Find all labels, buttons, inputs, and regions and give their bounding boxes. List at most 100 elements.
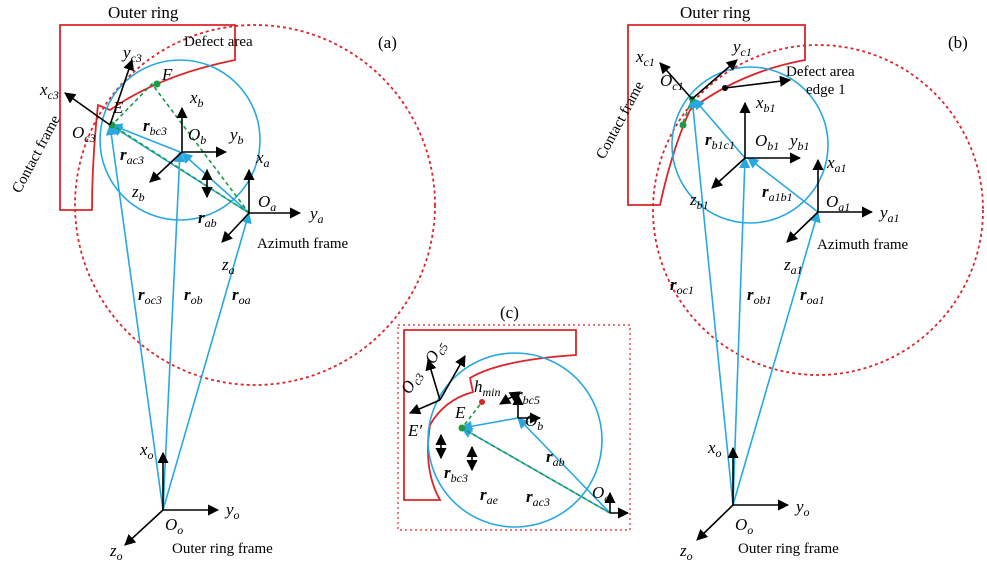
label-x-b1: xb1 — [755, 93, 776, 115]
label-o-o-b: Oo — [735, 515, 753, 537]
label-o-b: Ob — [188, 125, 206, 147]
label-o-c5-c: Oc5 — [421, 337, 452, 368]
axis-z-a1 — [786, 211, 819, 243]
point-green-b — [679, 121, 687, 129]
label-z-o-b: zo — [679, 541, 693, 563]
label-o-c3: Oc3 — [72, 123, 96, 145]
panel-tag-a: (a) — [378, 33, 397, 52]
label-y-b1: yb1 — [788, 131, 810, 153]
vector-r-bc3 — [110, 123, 181, 153]
panel-c: (c) E E′ hmin Oc3 Oc5 rbc5 Ob rab rbc3 r… — [397, 303, 631, 531]
label-x-o-b: xo — [707, 438, 722, 460]
label-r-ob: rob — [184, 285, 203, 307]
label-h-min: hmin — [474, 377, 501, 399]
vector-r-ab — [181, 152, 250, 214]
ball-circle-c — [427, 352, 603, 528]
label-x-c3: xc3 — [39, 80, 59, 102]
label-y-a: ya — [308, 204, 324, 226]
point-e-c — [458, 424, 466, 432]
vector-r-oa1 — [732, 210, 821, 506]
label-o-c3-c: Oc3 — [397, 367, 428, 398]
axis-x-c3 — [64, 92, 111, 126]
axis-z-a — [221, 212, 250, 243]
defect-path-b — [681, 98, 693, 126]
label-o-a: Oa — [258, 192, 276, 214]
label-x-c1: xc1 — [635, 47, 655, 69]
label-r-a1b1: ra1b1 — [762, 182, 793, 204]
axis-c5-c — [439, 355, 466, 401]
outer-ring-label-b: Outer ring — [680, 3, 751, 22]
defect-path-a — [110, 82, 250, 214]
axis-z-b1 — [711, 157, 746, 189]
point-e-label-a: E — [112, 98, 124, 117]
outer-ring-dashed-circle-b — [652, 44, 984, 376]
label-x-o-a: xo — [139, 440, 154, 462]
axis-y-c3 — [109, 58, 135, 126]
panel-tag-c: (c) — [500, 303, 519, 322]
vector-r-b1c1 — [693, 98, 746, 159]
label-x-a1: xa1 — [826, 153, 847, 175]
axis-z-b — [149, 151, 183, 183]
label-r-bc5-c: rbc5 — [516, 385, 540, 407]
label-x-b: xb — [189, 88, 204, 110]
point-f-label-a: F — [161, 65, 173, 84]
label-o-a-c: Oa — [592, 483, 610, 505]
contact-frame-label-a: Contact frame — [9, 113, 63, 196]
vector-r-bc3-c — [460, 417, 519, 432]
label-x-a: xa — [255, 148, 270, 170]
vector-r-a1b1 — [747, 157, 819, 213]
label-z-b1: zb1 — [689, 190, 709, 212]
panel-tag-b: (b) — [948, 33, 968, 52]
axis-z-o-b — [696, 504, 734, 541]
defect-edge-b — [724, 75, 792, 89]
axis-x-c3-c — [408, 399, 441, 415]
point-h-c — [479, 399, 485, 405]
label-y-a1: ya1 — [878, 203, 900, 225]
azimuth-frame-label-b: Azimuth frame — [817, 237, 909, 253]
defect-area-label-b: Defect area — [786, 64, 855, 80]
label-z-b: zb — [131, 182, 145, 204]
outer-ring-outline-b — [627, 24, 806, 206]
label-o-o-a: Oo — [165, 515, 183, 537]
label-r-ab: rab — [198, 208, 217, 230]
label-z-a1: za1 — [783, 255, 803, 277]
label-y-o-b: yo — [794, 497, 810, 519]
label-r-oa1: roa1 — [800, 285, 825, 307]
outer-ring-label-a: Outer ring — [108, 3, 179, 22]
label-o-c1: Oc1 — [660, 71, 684, 93]
outer-ring-outline-a — [59, 24, 236, 211]
label-r-oc1: roc1 — [670, 275, 694, 297]
contact-frame-label-b: Contact frame — [593, 79, 647, 162]
vector-r-ob — [162, 150, 186, 511]
axis-x-c1 — [659, 62, 693, 100]
defect-edge-label-b: edge 1 — [806, 82, 846, 98]
axis-y-c3-c — [425, 358, 441, 401]
small-arrow-c3 — [499, 391, 521, 405]
label-r-ob1: rob1 — [747, 285, 772, 307]
label-z-a: za — [221, 255, 235, 277]
vector-r-oa — [162, 211, 252, 511]
axis-y-c1 — [691, 59, 738, 100]
label-o-a1: Oa1 — [826, 192, 850, 214]
label-o-b-c: Ob — [525, 411, 543, 433]
label-r-b1c1: rb1c1 — [705, 130, 735, 152]
label-y-c1: yc1 — [731, 37, 752, 59]
vector-r-ob1 — [732, 156, 751, 506]
vector-r-oc3 — [105, 123, 164, 511]
point-f-a — [153, 80, 161, 88]
label-r-ae-c: rae — [480, 485, 499, 507]
label-y-b: yb — [228, 125, 244, 147]
point-edge1-b — [722, 85, 728, 91]
ball-circle-b — [671, 66, 829, 224]
outer-ring-frame-label-b: Outer ring frame — [738, 541, 839, 557]
label-r-ac3: rac3 — [120, 145, 144, 167]
vector-r-oc1 — [687, 96, 734, 506]
point-e-prime-label-c: E′ — [407, 421, 422, 440]
label-r-ac3-c: rac3 — [526, 487, 550, 509]
label-r-oc3: roc3 — [138, 285, 162, 307]
axis-z-o-a — [124, 509, 164, 546]
label-r-bc3: rbc3 — [143, 116, 167, 138]
panel-a: Outer ring (a) Defect area Contact frame… — [9, 3, 436, 563]
label-o-b1: Ob1 — [755, 131, 779, 153]
